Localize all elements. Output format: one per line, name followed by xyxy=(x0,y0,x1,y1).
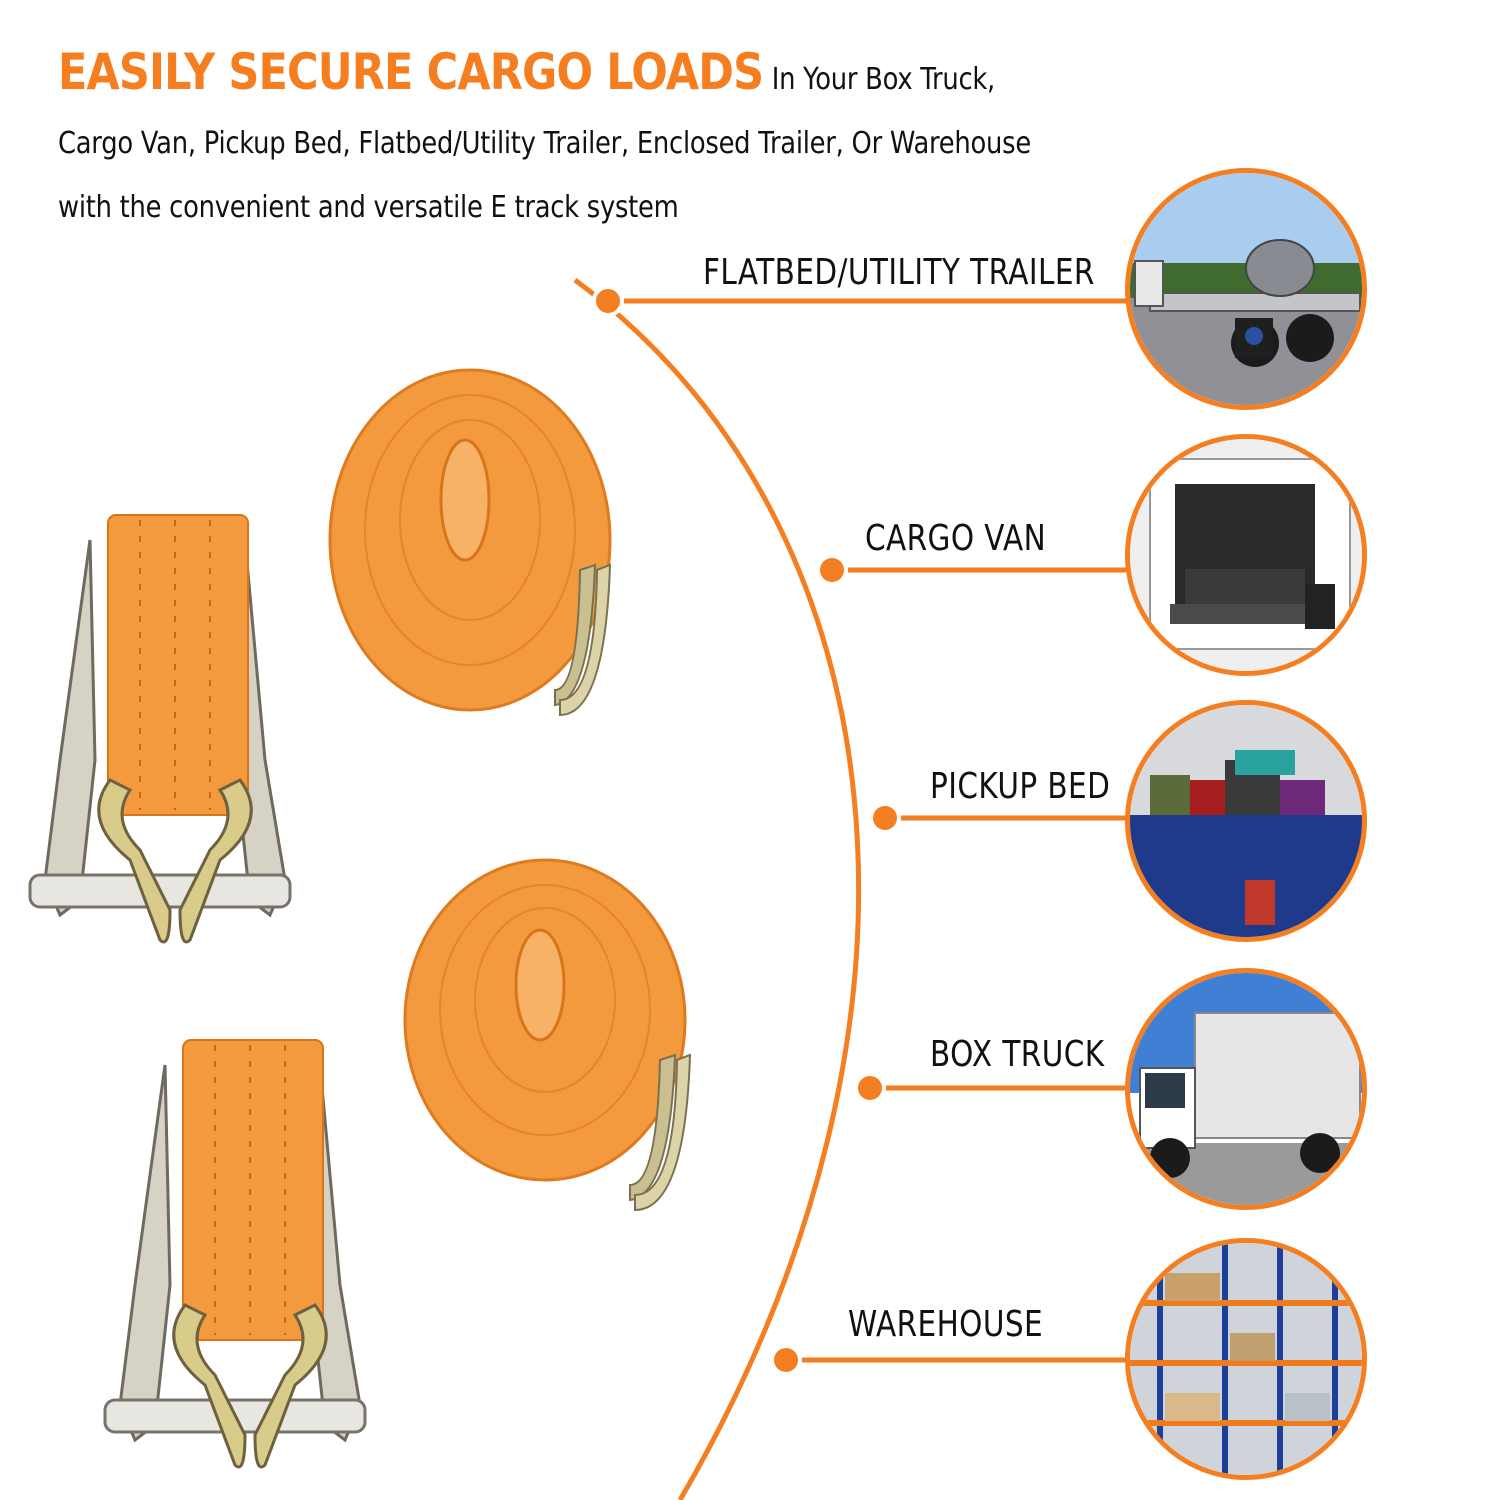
label-flatbed-trailer: FLATBED/UTILITY TRAILER xyxy=(703,252,1095,293)
connector-box-truck xyxy=(854,1072,1128,1104)
cargo-van-photo xyxy=(1125,434,1367,676)
label-cargo-van: CARGO VAN xyxy=(865,518,1047,559)
headline-lead: EASILY SECURE CARGO LOADS xyxy=(58,43,764,101)
connector-warehouse xyxy=(770,1344,1128,1376)
connector-pickup-bed xyxy=(869,802,1128,834)
strap-coil-2 xyxy=(403,858,692,1212)
label-pickup-bed: PICKUP BED xyxy=(930,766,1111,807)
headline-body: In Your Box Truck, Cargo Van, Pickup Bed… xyxy=(58,62,1031,225)
connector-flatbed xyxy=(592,285,1128,317)
label-warehouse: WAREHOUSE xyxy=(848,1304,1044,1345)
box-truck-photo xyxy=(1125,968,1367,1210)
ratchet-handle-1 xyxy=(28,514,292,944)
label-box-truck: BOX TRUCK xyxy=(930,1034,1105,1075)
warehouse-photo xyxy=(1125,1238,1367,1480)
flatbed-trailer-photo xyxy=(1125,168,1367,410)
connector-cargo-van xyxy=(816,554,1132,586)
pickup-bed-photo xyxy=(1125,700,1367,942)
connector-arc xyxy=(573,277,862,1500)
ratchet-handle-2 xyxy=(103,1039,367,1469)
strap-coil-1 xyxy=(328,368,612,717)
